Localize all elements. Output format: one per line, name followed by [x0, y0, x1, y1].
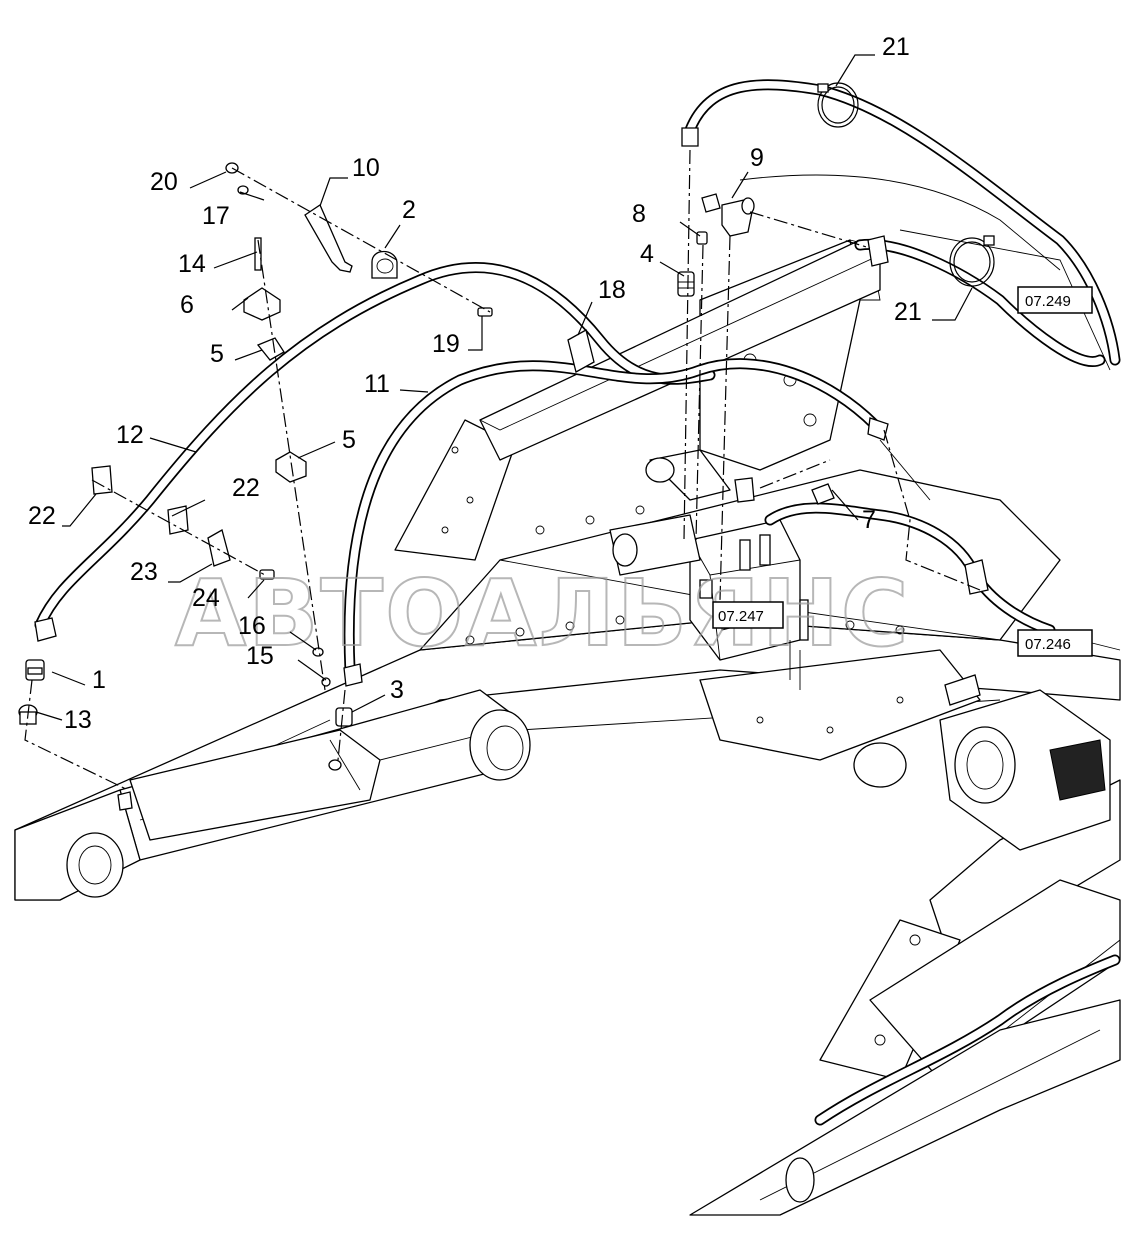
- callout-11: 11: [364, 370, 390, 398]
- part-2-clamp: [371, 250, 398, 279]
- callout-14: 14: [178, 250, 206, 278]
- hose-7: [764, 502, 1056, 636]
- callout-6: 6: [180, 291, 194, 319]
- callout-1: 1: [92, 666, 106, 694]
- reference-boxes: 07.249 07.247 07.246: [712, 286, 1093, 657]
- hose-lower-right: [814, 954, 1121, 1126]
- callout-9: 9: [750, 144, 764, 172]
- part-22-clip-right: [167, 505, 189, 535]
- part-24-bolt: [259, 569, 275, 580]
- part-9-elbow: [721, 197, 755, 237]
- part-18-clip: [567, 329, 595, 373]
- part-23-clamp: [207, 529, 231, 567]
- part-5-clamp-half-upper: [256, 337, 285, 361]
- svg-text:07.246: 07.246: [1025, 636, 1071, 653]
- callout-15: 15: [246, 642, 274, 670]
- part-14-screw: [254, 237, 262, 271]
- part-13-adapter: [18, 704, 38, 725]
- part-5-clamp-half-lower: [275, 451, 307, 483]
- ref-box-07-246[interactable]: 07.246: [1017, 629, 1093, 657]
- callout-19: 19: [432, 330, 460, 358]
- callout-21-lower: 21: [894, 298, 922, 326]
- callout-5-upper: 5: [210, 340, 224, 368]
- callout-23: 23: [130, 558, 158, 586]
- svg-text:07.247: 07.247: [718, 608, 764, 625]
- callout-21-upper: 21: [882, 33, 910, 61]
- part-3-adapter: [335, 707, 353, 727]
- callout-18: 18: [598, 276, 626, 304]
- part-21-hose-clamp-lower: [949, 235, 995, 287]
- callout-2: 2: [402, 196, 416, 224]
- callout-10: 10: [352, 154, 380, 182]
- frame-bolt-holes: [465, 505, 905, 645]
- callout-24: 24: [192, 584, 220, 612]
- callout-3: 3: [390, 676, 404, 704]
- part-10-bracket: [304, 204, 353, 273]
- callout-16: 16: [238, 612, 266, 640]
- part-7-adapter: [811, 483, 835, 505]
- callout-8: 8: [632, 200, 646, 228]
- callout-22-left: 22: [28, 502, 56, 530]
- callout-4: 4: [640, 240, 654, 268]
- callout-12: 12: [116, 421, 144, 449]
- part-6-clamp-half: [243, 287, 281, 321]
- part-4-adapter: [677, 271, 695, 297]
- watermark: АВТОАЛЬЯНС: [175, 560, 910, 667]
- hose-top: [684, 79, 1121, 366]
- leader-lines: [35, 54, 973, 721]
- hose-12: [34, 262, 716, 631]
- svg-text:07.249: 07.249: [1025, 293, 1071, 310]
- hydraulic-motor: [853, 689, 1111, 851]
- fittings: [18, 82, 995, 811]
- callout-22-right: 22: [232, 474, 260, 502]
- callout-20: 20: [150, 168, 178, 196]
- ref-box-07-249[interactable]: 07.249: [1017, 286, 1093, 314]
- part-19-bolt: [477, 307, 493, 317]
- part-22-clip-left: [91, 465, 113, 495]
- callout-17: 17: [202, 202, 230, 230]
- callout-7: 7: [862, 506, 876, 534]
- callout-5-lower: 5: [342, 426, 356, 454]
- callout-13: 13: [64, 706, 92, 734]
- callouts: 1 2 3 4 5 5 6 7 8 9 10 11 12 13 14 15 16…: [28, 33, 922, 734]
- assembly-lines: [24, 149, 981, 791]
- hose-right: [854, 238, 1106, 367]
- part-8-nipple: [696, 231, 708, 245]
- ref-box-07-247[interactable]: 07.247: [712, 601, 784, 629]
- hose-11: [343, 358, 881, 676]
- machine-frame: [14, 174, 1121, 1216]
- part-1-adapter: [25, 659, 45, 681]
